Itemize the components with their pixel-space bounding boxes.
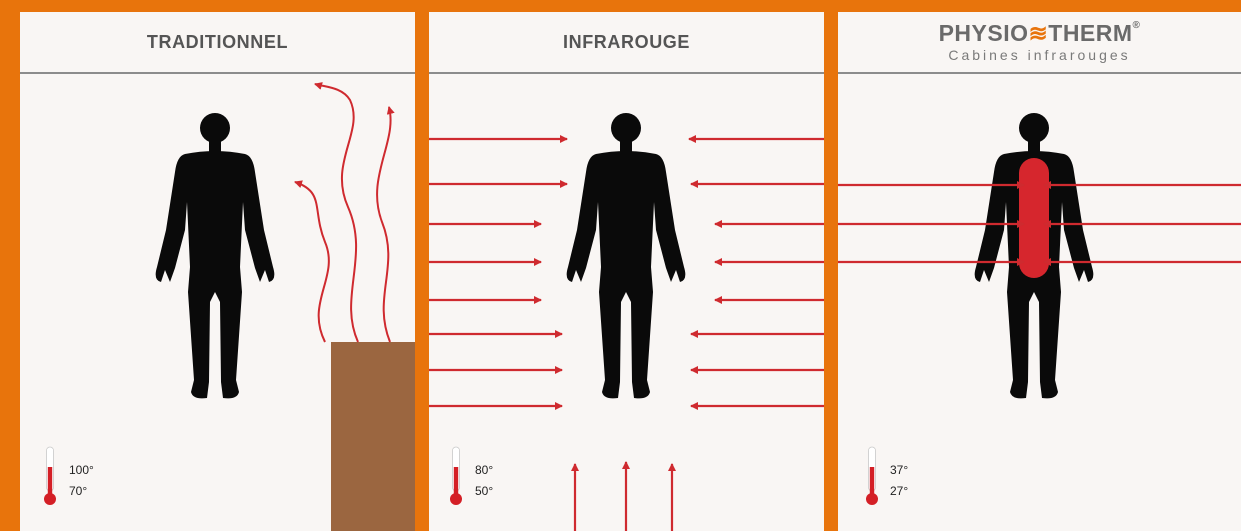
temperature-low: 50°: [475, 481, 493, 502]
thermometer-icon: [44, 447, 56, 505]
temperature-high: 80°: [475, 460, 493, 481]
heat-zone-highlight: [1019, 158, 1049, 278]
panel-physiotherm: PHYSIO≋THERM® Cabines infrarouges 37° 27…: [838, 12, 1241, 531]
heat-wave-arrow-icon: [315, 84, 358, 342]
temperature-low: 70°: [69, 481, 94, 502]
thermometer-icon: [866, 447, 878, 505]
panel-physiotherm-illustration: [838, 12, 1241, 531]
panel-infrared: INFRAROUGE 80° 50°: [429, 12, 824, 531]
heat-wave-arrow-icon: [295, 182, 329, 342]
panel-traditional: TRADITIONNEL 100° 70°: [20, 12, 415, 531]
temperature-low: 27°: [890, 481, 908, 502]
temperature-high: 37°: [890, 460, 908, 481]
human-silhouette-icon: [567, 113, 686, 398]
temperature-range: 37° 27°: [890, 460, 908, 502]
human-silhouette-icon: [156, 113, 275, 398]
panel-traditional-illustration: [20, 12, 415, 531]
temperature-high: 100°: [69, 460, 94, 481]
temperature-range: 80° 50°: [475, 460, 493, 502]
sauna-heater-icon: [331, 342, 415, 531]
panel-infrared-illustration: [429, 12, 824, 531]
thermometer-icon: [450, 447, 462, 505]
temperature-range: 100° 70°: [69, 460, 94, 502]
heat-wave-arrow-icon: [377, 107, 391, 342]
